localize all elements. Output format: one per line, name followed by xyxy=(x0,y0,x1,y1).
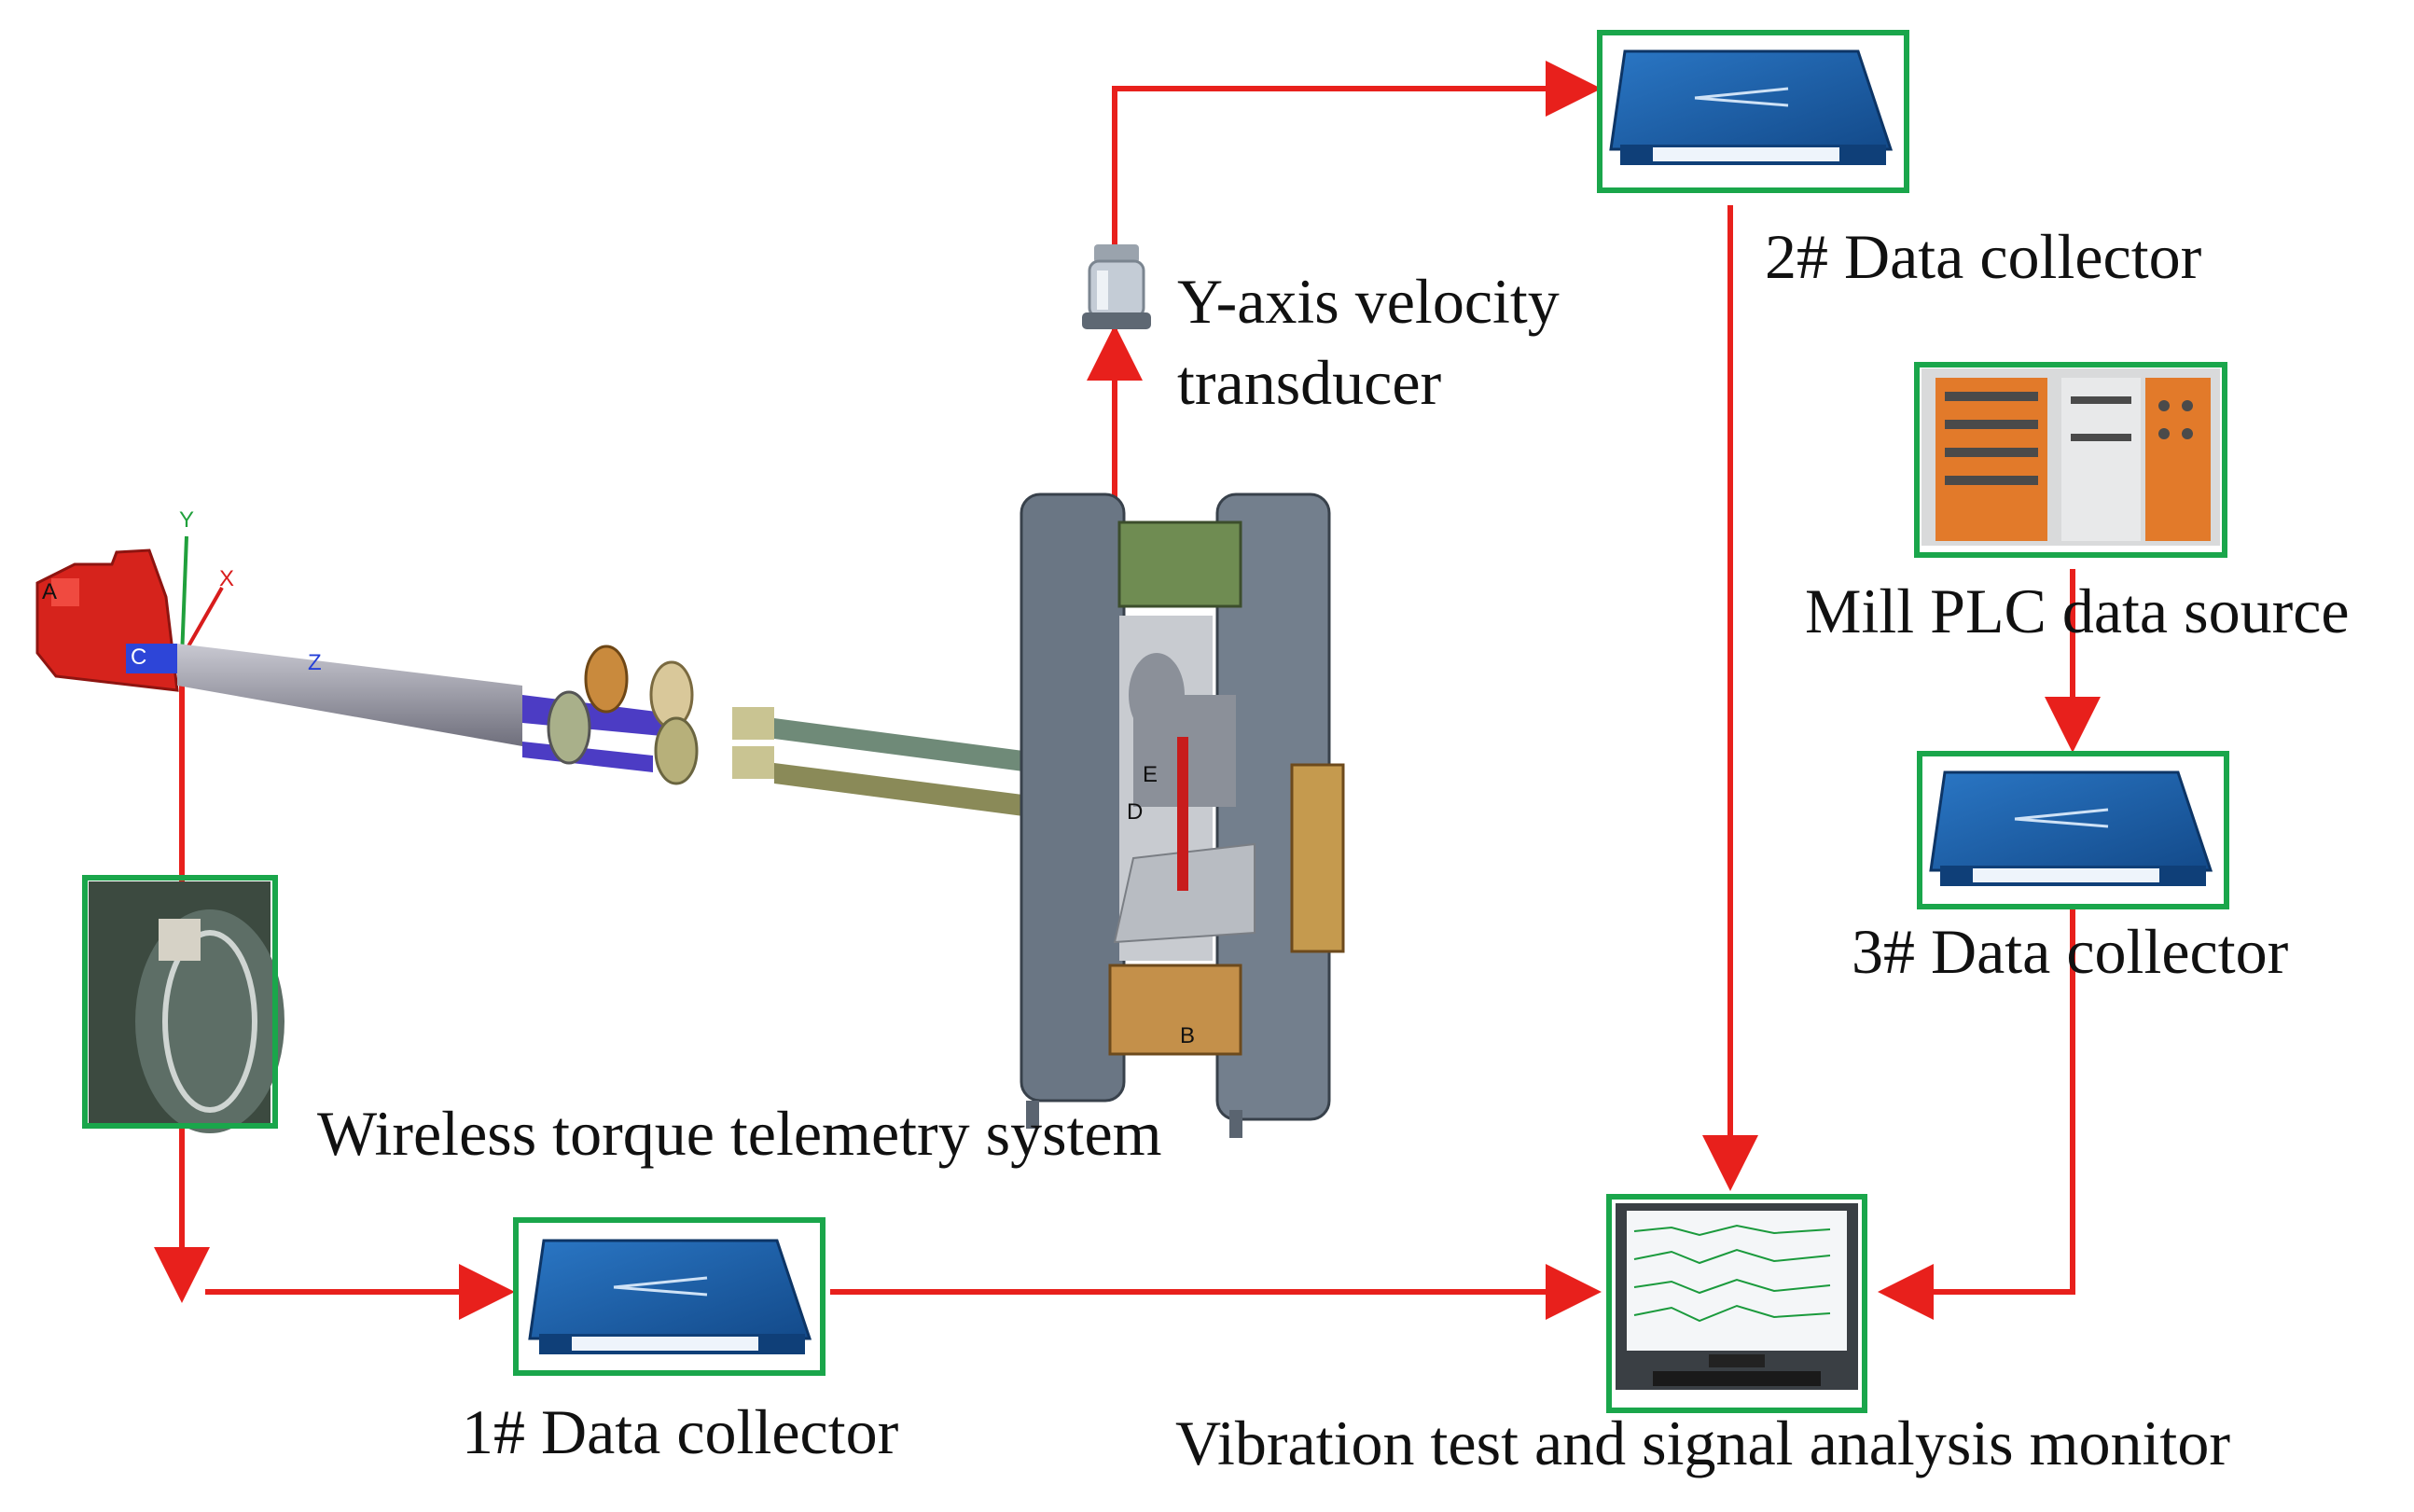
telemetry-label: Wireless torque telemetry system xyxy=(317,1098,1162,1169)
velocity-transducer-label-line1: Y-axis velocity xyxy=(1177,266,1560,337)
arrow-collector3-to-monitor xyxy=(1878,909,2075,1320)
part-letter-e: E xyxy=(1143,762,1158,787)
collector3-label: 3# Data collector xyxy=(1852,916,2289,987)
part-letter-d: D xyxy=(1127,799,1144,825)
motor-icon xyxy=(35,548,179,692)
monitor-frame xyxy=(1606,1194,1867,1413)
photo-frame xyxy=(82,875,278,1129)
mill-stand-icon xyxy=(1020,492,1345,1138)
plc-cabinet-icon xyxy=(1921,368,2220,546)
torque-sensor-photo xyxy=(89,881,284,1133)
monitor-label: Vibration test and signal analysis monit… xyxy=(1175,1408,2230,1478)
monitor-icon xyxy=(1616,1203,1858,1390)
part-letter-b: B xyxy=(1180,1023,1196,1048)
velocity-transducer-icon xyxy=(1082,244,1151,329)
part-letter-c: C xyxy=(131,645,147,670)
axis-label-y: Y xyxy=(179,507,195,533)
plc-label: Mill PLC data source xyxy=(1805,576,2350,646)
collector2-frame xyxy=(1597,30,1909,193)
collector1-label: 1# Data collector xyxy=(462,1396,899,1467)
collector2-device-icon xyxy=(1609,49,1894,165)
axis-label-x: X xyxy=(219,566,235,591)
collector1-device-icon xyxy=(528,1239,812,1354)
axis-label-z: Z xyxy=(308,650,322,675)
collector1-frame xyxy=(513,1217,825,1376)
part-letter-a: A xyxy=(42,579,58,604)
collector3-device-icon xyxy=(1929,770,2213,886)
velocity-transducer-label-line2: transducer xyxy=(1177,347,1442,418)
collector2-label: 2# Data collector xyxy=(1765,221,2202,292)
plc-frame xyxy=(1914,362,2227,558)
drive-shaft-icon xyxy=(177,644,1045,819)
collector3-frame xyxy=(1917,751,2229,909)
